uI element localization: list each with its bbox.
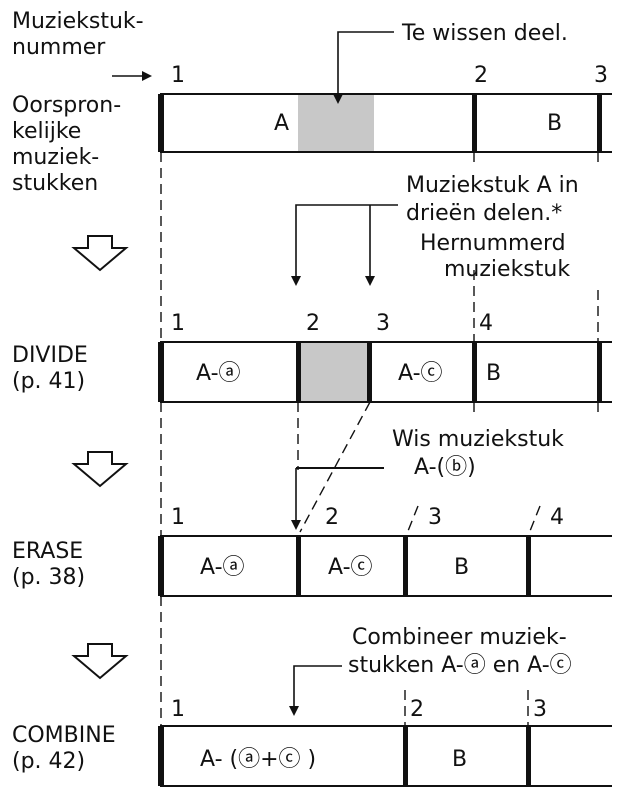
combine-label-line2: (p. 42): [12, 749, 85, 774]
track-number: 3: [376, 311, 390, 336]
track-number-label-line1: Muziekstuk-: [12, 9, 144, 34]
divide-annotation-line2: drieën delen.*: [406, 201, 562, 226]
track-boundary: [597, 94, 602, 152]
track-number: 2: [325, 505, 339, 530]
divide-pointer-left: [291, 204, 398, 286]
down-arrow-icon: [71, 235, 129, 272]
segment-label: A-ⓐ: [200, 555, 245, 580]
divide-label-line1: DIVIDE: [12, 343, 88, 368]
guide-lines: [160, 152, 599, 342]
segment-label: A-ⓒ: [328, 555, 373, 580]
segment-label: A- (ⓐ+ⓒ ): [200, 747, 316, 772]
divide-label-line2: (p. 41): [12, 369, 85, 394]
segment-label: B: [547, 111, 562, 136]
erase-label-line1: ERASE: [12, 539, 83, 564]
track-number: 3: [533, 697, 547, 722]
track-boundary: [526, 536, 531, 596]
track-number: 3: [594, 63, 608, 88]
segment-label: A-ⓐ: [196, 361, 241, 386]
track-boundary: [158, 94, 164, 152]
track-number: 1: [171, 63, 185, 88]
segment-label: B: [454, 555, 469, 580]
combine-pointer: [289, 665, 342, 716]
track-number: 2: [474, 63, 488, 88]
track-boundary: [158, 342, 164, 402]
original-label-line2: kelijke: [12, 119, 81, 144]
erase-part-highlight: [298, 94, 374, 152]
down-arrow-icon: [71, 451, 129, 488]
track-boundary: [296, 536, 301, 596]
segment-label: B: [452, 747, 467, 772]
track-number: 3: [428, 505, 442, 530]
track-number: 1: [171, 311, 185, 336]
segment-label: B: [486, 361, 501, 386]
track-number-label-line2: nummer: [12, 35, 106, 60]
original-label-line1: Oorspron-: [12, 93, 121, 118]
erase-label-line2: (p. 38): [12, 565, 85, 590]
erase-annotation-line1: Wis muziekstuk: [392, 427, 564, 452]
original-label-line4: stukken: [12, 171, 98, 196]
track-boundary: [597, 342, 602, 402]
track-number: 4: [550, 505, 564, 530]
segment-label: A: [274, 111, 289, 136]
divide-annotation-line4: muziekstuk: [444, 257, 570, 282]
original-label-line3: muziek-: [12, 145, 99, 170]
track-number: 1: [171, 505, 185, 530]
erase-part-annotation: Te wissen deel.: [401, 21, 568, 46]
track-number: 2: [306, 311, 320, 336]
combine-label-line1: COMBINE: [12, 723, 116, 748]
track-number: 2: [410, 697, 424, 722]
segment-label: A-ⓒ: [398, 361, 443, 386]
track-boundary: [472, 342, 477, 402]
track-boundary: [367, 342, 372, 402]
guide-lines: [160, 596, 529, 726]
track-boundary: [472, 94, 477, 152]
track-boundary: [526, 726, 531, 786]
erase-part-highlight: [298, 342, 370, 402]
down-arrow-icon: [71, 643, 129, 680]
track-boundary: [158, 726, 164, 786]
track-boundary: [403, 726, 408, 786]
combine-track-row: 1 2 3 A- (ⓐ+ⓒ ) B: [158, 697, 612, 787]
track-boundary: [403, 536, 408, 596]
track-boundary: [158, 536, 164, 596]
erase-part-pointer: [333, 31, 394, 104]
track-number: 1: [171, 697, 185, 722]
track-boundary: [296, 342, 301, 402]
divide-annotation-line1: Muziekstuk A in: [406, 173, 579, 198]
divide-track-row: 1 2 3 4 A-ⓐ A-ⓒ B: [158, 311, 612, 403]
original-track-row: 1 2 3 A B: [158, 63, 612, 153]
combine-annotation-line2: stukken A-ⓐ en A-ⓒ: [348, 653, 572, 678]
track-number: 4: [479, 311, 493, 336]
combine-annotation-line1: Combineer muziek-: [352, 625, 567, 650]
erase-track-row: 1 2 3 4 A-ⓐ A-ⓒ B: [158, 505, 612, 597]
erase-annotation-line2: A-(ⓑ): [414, 455, 476, 480]
divide-annotation-line3: Hernummerd: [420, 231, 566, 256]
